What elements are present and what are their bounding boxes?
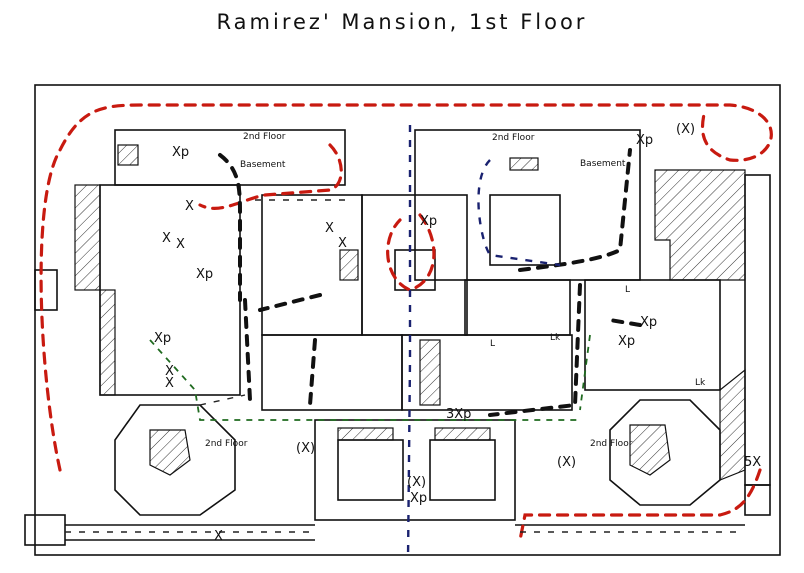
label-lk: Lk [695,378,706,388]
x-marker: X [165,376,174,391]
label-lk: Lk [550,333,561,343]
xp-marker: Xp [196,267,213,282]
xp-marker: Xp [172,145,189,160]
five-x-marker: 5X [744,455,761,470]
label-l: L [625,285,630,295]
xp-marker: Xp [618,334,635,349]
xp-marker: Xp [636,133,653,148]
blue-route [406,125,561,561]
hatched-areas [74,144,746,481]
xp-marker: Xp [410,491,427,506]
xp-marker: Xp [154,331,171,346]
label-basement-nw: Basement [240,160,286,170]
three-xp-marker: 3Xp [446,407,471,422]
x-marker: X [338,236,347,251]
possible-x-marker: (X) [676,122,695,137]
label-second-floor-nw: 2nd Floor [243,132,286,142]
possible-x-marker: (X) [557,455,576,470]
map-title: Ramirez' Mansion, 1st Floor [216,10,588,34]
red-route [39,103,773,542]
x-marker: X [325,221,334,236]
label-basement-ne: Basement [580,159,626,169]
walls [24,84,781,556]
x-marker: X [214,529,223,544]
routes [39,103,773,561]
x-marker: X [165,364,174,379]
x-marker: X [185,199,194,214]
possible-x-marker: (X) [296,441,315,456]
possible-x-marker: (X) [407,475,426,490]
label-l: L [490,339,495,349]
label-second-floor-ne: 2nd Floor [492,133,535,143]
xp-marker: Xp [420,214,437,229]
map-labels: 2nd Floor Basement 2nd Floor Basement 2n… [154,122,761,544]
xp-marker: Xp [640,315,657,330]
label-second-floor-sw: 2nd Floor [205,439,248,449]
green-route [149,334,591,421]
black-route [218,148,642,417]
x-marker: X [162,231,171,246]
x-marker: X [176,237,185,252]
label-second-floor-se: 2nd Floor [590,439,633,449]
